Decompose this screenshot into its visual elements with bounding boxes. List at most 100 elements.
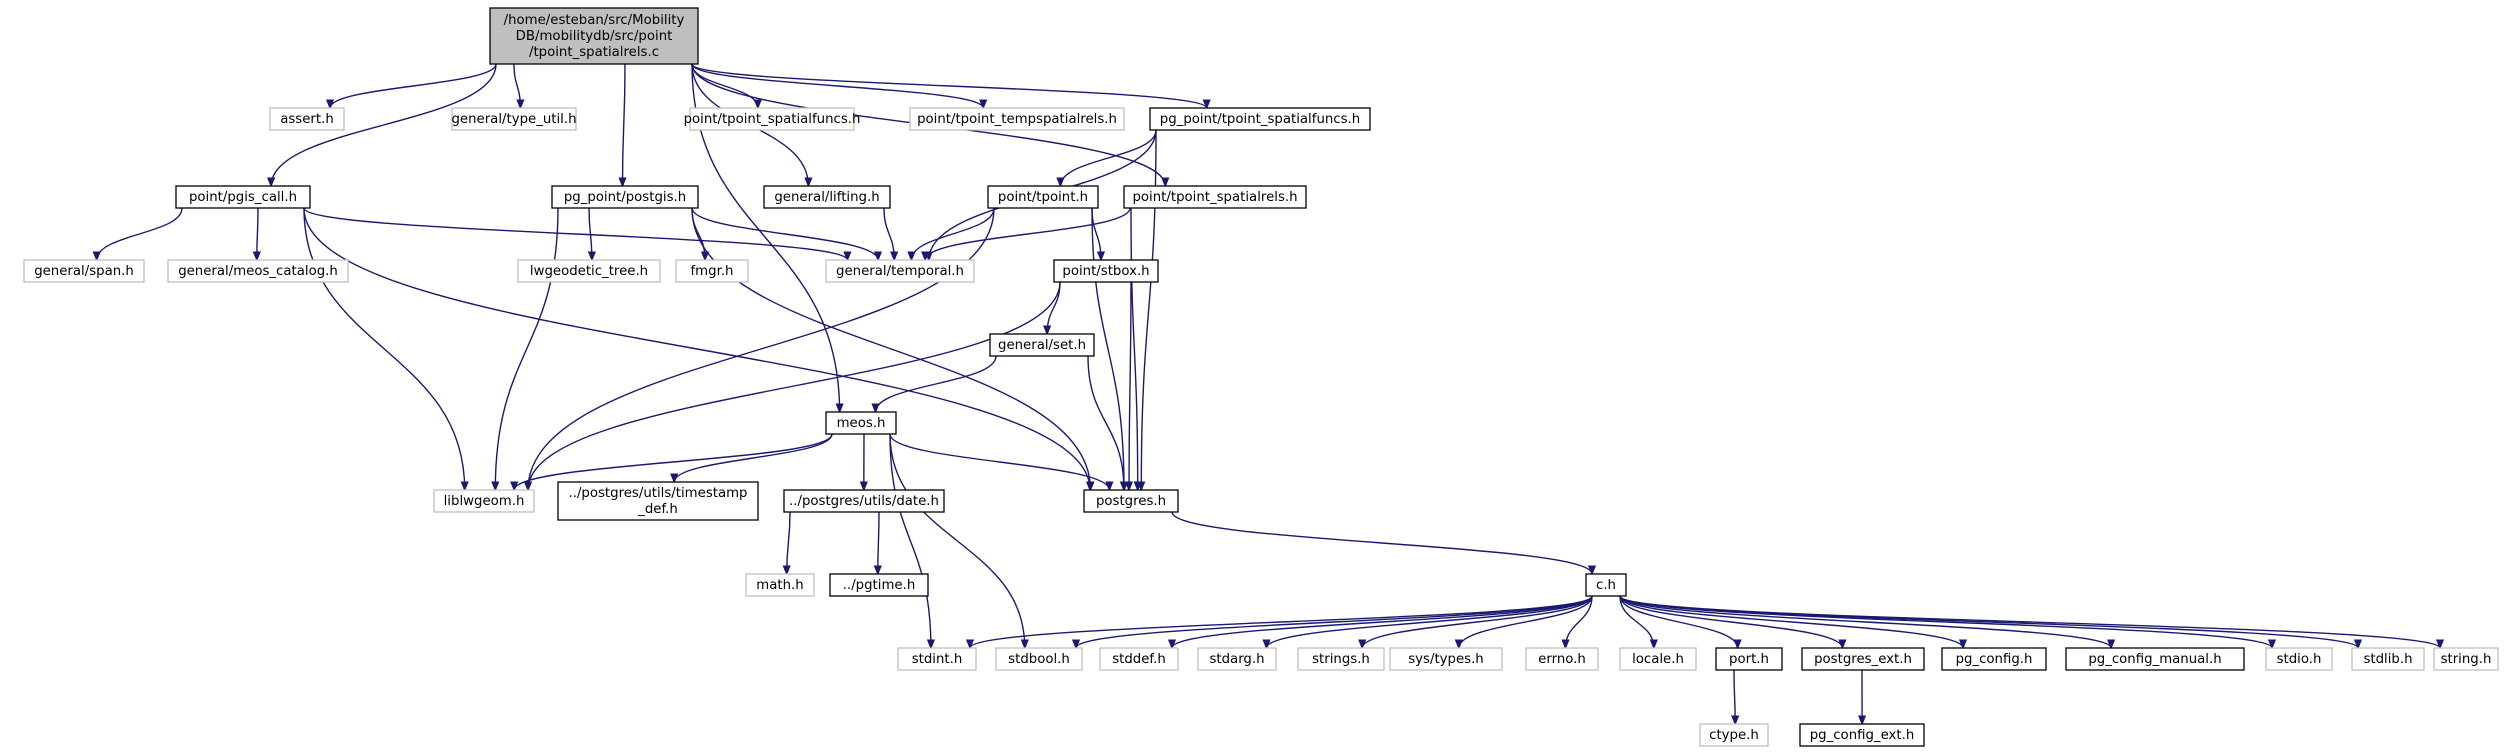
node-pg_config_ext-label: pg_config_ext.h (1810, 728, 1915, 743)
node-date-label: ../postgres/utils/date.h (789, 494, 939, 509)
edge-c-to-stdarg (1267, 595, 1593, 648)
node-assert-label: assert.h (280, 112, 334, 127)
node-lwgeodetic-box (517, 259, 661, 283)
node-meos-box (825, 411, 897, 435)
node-port-label: port.h (1729, 652, 1769, 667)
node-string-box (2433, 647, 2499, 671)
node-pg_config_manual-label: pg_config_manual.h (2088, 652, 2221, 667)
node-fmgr-box (675, 259, 749, 283)
node-stdarg-box (1197, 647, 1277, 671)
node-meos[interactable]: meos.h (825, 411, 897, 435)
node-temporal: general/temporal.h (825, 259, 975, 283)
node-stdarg-label: stdarg.h (1209, 652, 1264, 667)
node-pg_postgis[interactable]: pg_point/postgis.h (551, 185, 699, 209)
node-tpoint_spatialfuncs_h-label: point/tpoint_spatialfuncs.h (684, 112, 861, 127)
edge-pg_postgis-to-lwgeodetic (589, 207, 592, 260)
node-c[interactable]: c.h (1585, 573, 1627, 597)
node-timestamp_def[interactable]: ../postgres/utils/timestamp_def.h (557, 481, 759, 521)
node-pgis_call-box (175, 185, 311, 209)
edge-c-to-string (1619, 595, 2440, 649)
edge-pg_postgis-to-temporal (691, 207, 878, 260)
edge-root-to-type_util (513, 63, 520, 108)
edge-c-to-stdio (1619, 595, 2272, 649)
node-pgtime-box (829, 573, 929, 597)
node-liblwgeom-label: liblwgeom.h (444, 494, 525, 509)
node-stdbool-label: stdbool.h (1008, 652, 1070, 667)
node-pgtime[interactable]: ../pgtime.h (829, 573, 929, 597)
edge-root-to-assert (330, 63, 497, 108)
node-stddef: stddef.h (1099, 647, 1179, 671)
node-span: general/span.h (23, 259, 145, 283)
node-postgres_ext[interactable]: postgres_ext.h (1801, 647, 1925, 671)
node-ctype-label: ctype.h (1709, 728, 1759, 743)
node-port[interactable]: port.h (1715, 647, 1783, 671)
node-lifting-label: general/lifting.h (774, 190, 879, 205)
node-systypes-box (1389, 647, 1503, 671)
node-assert: assert.h (269, 107, 345, 131)
edge-c-to-errno (1566, 595, 1593, 648)
node-root-label: DB/mobilitydb/src/point (516, 29, 673, 44)
node-pg_config_ext[interactable]: pg_config_ext.h (1799, 723, 1925, 747)
node-stdio: stdio.h (2265, 647, 2333, 671)
node-meos_catalog-label: general/meos_catalog.h (178, 264, 338, 279)
edge-c-to-systypes (1459, 595, 1593, 648)
node-port-box (1715, 647, 1783, 671)
node-tpoint_tempspatialrels: point/tpoint_tempspatialrels.h (909, 107, 1125, 131)
node-tpoint-box (987, 185, 1099, 209)
edge-c-to-stdint (970, 595, 1593, 649)
node-stdbool: stdbool.h (995, 647, 1083, 671)
node-stdio-box (2265, 647, 2333, 671)
node-pg_config[interactable]: pg_config.h (1941, 647, 2047, 671)
edge-root-to-tpoint_tempspatialrels (691, 63, 983, 108)
edge-meos-to-timestamp_def (674, 433, 833, 482)
node-date[interactable]: ../postgres/utils/date.h (783, 489, 945, 513)
node-timestamp_def-label: _def.h (637, 502, 678, 517)
node-stdint: stdint.h (897, 647, 977, 671)
node-tpoint_tempspatialrels-box (909, 107, 1125, 131)
node-string: string.h (2433, 647, 2499, 671)
node-pgis_call[interactable]: point/pgis_call.h (175, 185, 311, 209)
node-tpoint[interactable]: point/tpoint.h (987, 185, 1099, 209)
edge-c-to-locale (1619, 595, 1654, 648)
node-pg_config_ext-box (1799, 723, 1925, 747)
node-stddef-label: stddef.h (1112, 652, 1166, 667)
node-postgres-box (1083, 489, 1179, 513)
edge-c-to-stdbool (1076, 595, 1593, 649)
node-type_util-label: general/type_util.h (451, 112, 576, 127)
edge-pg_tpoint_spatialfuncs-to-tpoint (1060, 129, 1157, 186)
edge-c-to-postgres_ext (1619, 595, 1842, 648)
edge-c-to-strings (1362, 595, 1593, 648)
node-stbox[interactable]: point/stbox.h (1053, 259, 1159, 283)
node-postgres[interactable]: postgres.h (1083, 489, 1179, 513)
node-temporal-label: general/temporal.h (836, 264, 964, 279)
edge-meos-to-liblwgeom (514, 433, 833, 490)
node-math: math.h (745, 573, 815, 597)
node-locale: locale.h (1619, 647, 1697, 671)
node-strings: strings.h (1297, 647, 1385, 671)
edge-c-to-stddef (1172, 595, 1593, 648)
node-stdint-box (897, 647, 977, 671)
node-postgres_ext-box (1801, 647, 1925, 671)
node-pg_tpoint_spatialfuncs[interactable]: pg_point/tpoint_spatialfuncs.h (1149, 107, 1371, 131)
edge-pg_postgis-to-liblwgeom (495, 207, 559, 490)
edge-port-to-ctype (1734, 669, 1735, 724)
node-timestamp_def-box (557, 481, 759, 521)
node-lifting[interactable]: general/lifting.h (763, 185, 891, 209)
node-set[interactable]: general/set.h (989, 333, 1095, 357)
node-stdint-label: stdint.h (912, 652, 963, 667)
node-strings-box (1297, 647, 1385, 671)
node-lifting-box (763, 185, 891, 209)
edge-c-to-pg_config_manual (1619, 595, 2111, 649)
node-tpoint-label: point/tpoint.h (998, 190, 1088, 205)
node-tpoint_spatialfuncs_h: point/tpoint_spatialfuncs.h (684, 107, 861, 131)
node-tpoint_spatialrels_h-label: point/tpoint_spatialrels.h (1132, 190, 1297, 205)
edge-set-to-postgres (1087, 355, 1124, 490)
node-date-box (783, 489, 945, 513)
node-pg_config_manual[interactable]: pg_config_manual.h (2065, 647, 2245, 671)
node-tpoint_spatialrels_h[interactable]: point/tpoint_spatialrels.h (1123, 185, 1307, 209)
edge-pgis_call-to-liblwgeom (303, 207, 465, 490)
edge-postgres-to-c (1171, 511, 1592, 574)
node-timestamp_def-label: ../postgres/utils/timestamp (568, 486, 747, 501)
node-root[interactable]: /home/esteban/src/MobilityDB/mobilitydb/… (489, 7, 699, 65)
